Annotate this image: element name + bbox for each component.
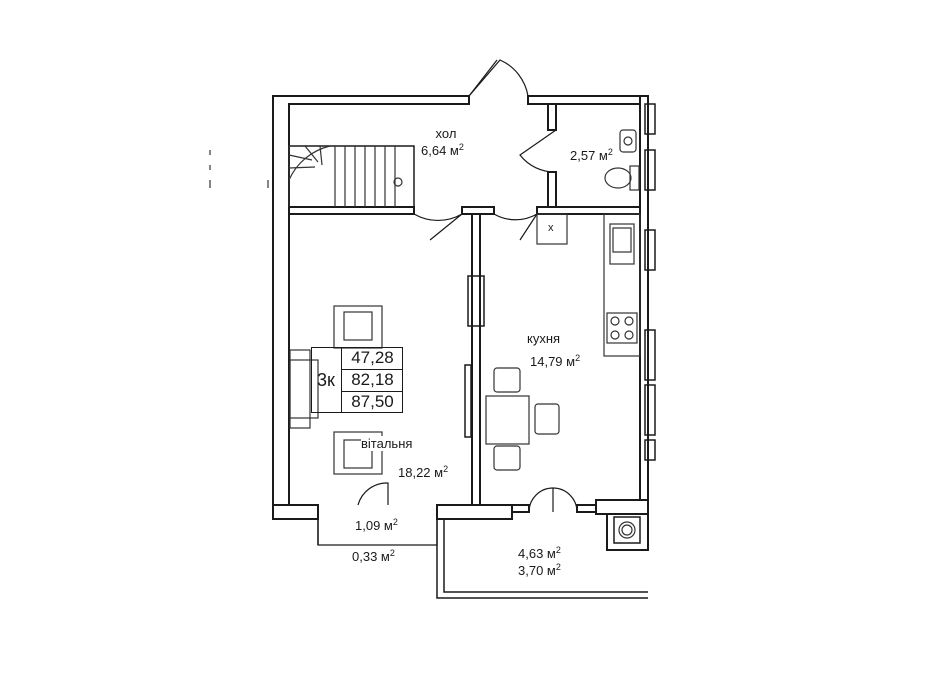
living-furniture [289,305,383,475]
hall-label: хол [418,126,474,141]
balcony-large-area-sup: 2 [555,545,561,555]
balcony-large-reduced-area: 3,70 м2 [518,562,561,579]
balcony-large-area-value: 4,63 м [518,546,556,561]
kitchen-name: кухня [527,331,561,346]
summary-divider [341,369,403,370]
apartment-summary-table: 3к 47,28 82,18 87,50 [311,347,403,413]
balcony-small-reduced-value: 0,33 м [352,549,390,564]
exterior-walls [272,95,649,551]
living-area-sup: 2 [443,464,449,474]
bathroom-area: 2,57 м2 [570,147,613,164]
summary-divider [341,391,403,392]
balcony-small-area-sup: 2 [392,517,398,527]
apartment-type: 3к [317,369,335,390]
right-windows [644,103,656,461]
living-name: вітальня [361,436,413,451]
balconies [317,519,648,599]
hall-area: 6,64 м2 [421,142,464,159]
bathroom-fixtures [604,129,640,191]
living-area-total: 47,28 [341,347,403,369]
kitchen-hood-mark: x [548,222,554,234]
balcony-large-reduced-sup: 2 [555,562,561,572]
balcony-small-reduced-area: 0,33 м2 [352,548,395,565]
living-area: 18,22 м2 [398,464,449,481]
bathroom-area-value: 2,57 м [570,148,608,163]
interior-walls [288,103,641,513]
bathroom-area-sup: 2 [607,147,613,157]
hall-area-value: 6,64 м [421,143,459,158]
stairs [288,145,415,208]
balcony-small-area-value: 1,09 м [355,518,393,533]
kitchen-area-value: 14,79 м [530,354,576,369]
balcony-large-area: 4,63 м2 [518,545,561,562]
balcony-large-reduced-value: 3,70 м [518,563,556,578]
total-with-balconies: 87,50 [341,391,403,413]
edge-ticks [209,150,269,188]
summary-border [311,347,403,413]
hall-name: хол [435,126,457,141]
balcony-small-reduced-sup: 2 [389,548,395,558]
kitchen-area-sup: 2 [575,353,581,363]
living-area-value: 18,22 м [398,465,444,480]
balcony-small-area: 1,09 м2 [355,517,398,534]
kitchen-fixtures [485,213,641,471]
hall-area-sup: 2 [458,142,464,152]
kitchen-area: 14,79 м2 [530,353,581,370]
total-area: 82,18 [341,369,403,391]
